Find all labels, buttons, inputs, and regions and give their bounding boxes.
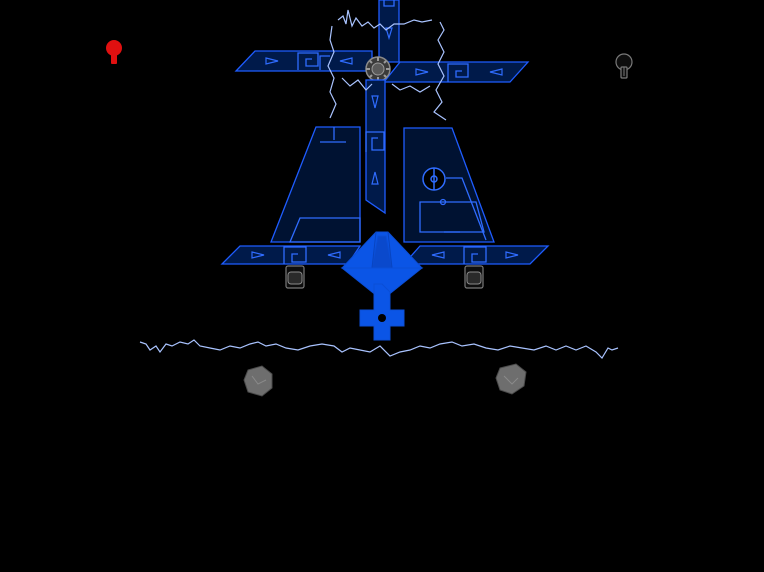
center-column xyxy=(365,79,386,215)
right-hanging-button[interactable] xyxy=(464,265,484,289)
gear-icon[interactable] xyxy=(365,56,391,82)
upper-right-arm xyxy=(382,61,530,83)
electric-ground-line xyxy=(139,339,619,359)
cross-dpad-icon[interactable] xyxy=(359,283,405,341)
left-rock-icon[interactable] xyxy=(243,365,273,397)
lower-left-arm xyxy=(220,245,362,265)
upper-left-arm xyxy=(234,50,373,72)
left-hanging-button[interactable] xyxy=(285,265,305,289)
lower-right-arm xyxy=(402,245,550,265)
off-lightbulb-icon[interactable] xyxy=(615,53,633,79)
right-rock-icon[interactable] xyxy=(495,363,527,395)
electric-spark-top xyxy=(327,9,447,121)
eye-target-icon[interactable] xyxy=(422,167,446,191)
upper-vertical-beam xyxy=(378,0,400,63)
red-lightbulb-icon[interactable] xyxy=(106,40,122,64)
left-tower xyxy=(270,126,361,243)
right-tower xyxy=(403,127,495,243)
